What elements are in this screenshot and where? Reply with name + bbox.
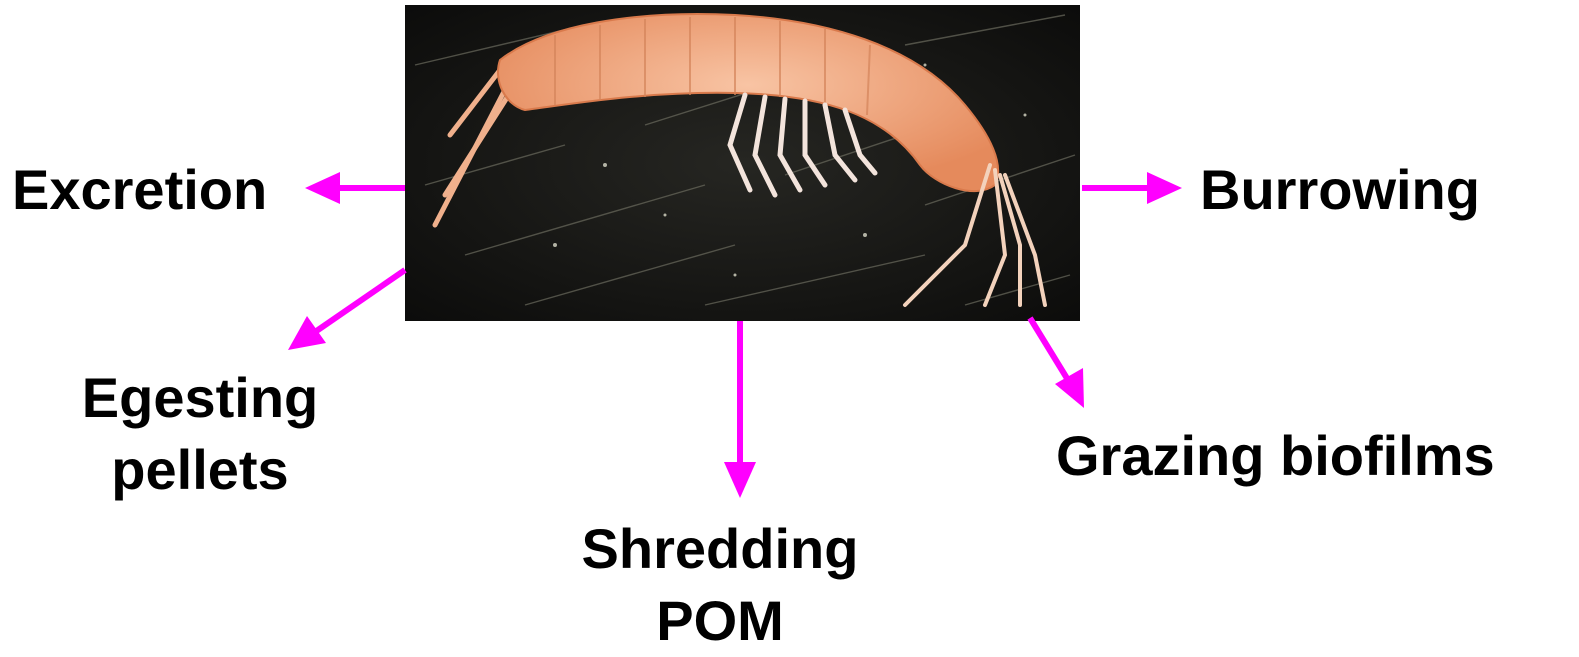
arrow-grazing xyxy=(1030,318,1084,408)
label-egesting-line2: pellets xyxy=(40,434,360,506)
label-egesting-pellets: Egesting pellets xyxy=(40,362,360,506)
label-grazing-biofilms: Grazing biofilms xyxy=(1056,420,1495,492)
label-shredding-line2: POM xyxy=(540,585,900,657)
label-shredding-line1: Shredding xyxy=(540,513,900,585)
arrow-egesting xyxy=(288,270,405,350)
label-excretion: Excretion xyxy=(12,154,267,226)
label-shredding-pom: Shredding POM xyxy=(540,513,900,657)
label-burrowing: Burrowing xyxy=(1200,154,1480,226)
arrow-excretion xyxy=(305,172,405,204)
arrow-shredding xyxy=(724,321,756,498)
label-egesting-line1: Egesting xyxy=(40,362,360,434)
arrow-burrowing xyxy=(1082,172,1182,204)
